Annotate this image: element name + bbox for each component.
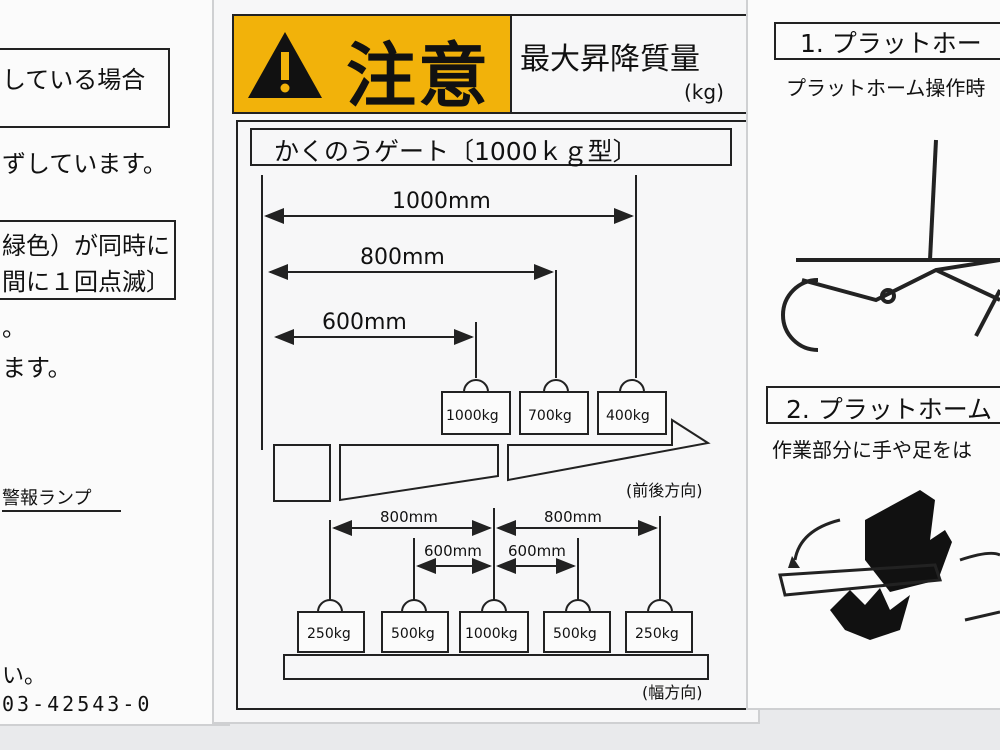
platform-illustration bbox=[781, 139, 1000, 352]
left-line-8: い。 bbox=[2, 664, 47, 689]
dim-width-left-800: 800mm bbox=[380, 508, 438, 526]
caution-word: 注意 bbox=[346, 35, 490, 117]
dim-width-right-600: 600mm bbox=[508, 542, 566, 560]
weight-w-1: 250kg bbox=[307, 626, 351, 642]
unit-label: (kg) bbox=[684, 80, 724, 104]
direction-width: (幅方向) bbox=[642, 683, 703, 702]
hand-pinch-warning-icon bbox=[778, 490, 1000, 640]
left-text-box-2 bbox=[0, 220, 176, 300]
dim-width-right-800: 800mm bbox=[544, 508, 602, 526]
dim-width-left-600: 600mm bbox=[424, 542, 482, 560]
weight-w-4: 500kg bbox=[553, 626, 597, 642]
left-line-4: 間に１回点滅〕 bbox=[2, 268, 170, 296]
step1-title: 1. プラットホー bbox=[800, 29, 982, 58]
weight-w-5: 250kg bbox=[635, 626, 679, 642]
weight-w-2: 500kg bbox=[391, 626, 435, 642]
weight-fb-2: 700kg bbox=[528, 408, 572, 424]
step1-title-box bbox=[774, 22, 1000, 60]
part-number: 03-42543-0 bbox=[2, 692, 153, 716]
direction-front-back: (前後方向) bbox=[626, 481, 703, 500]
dim-1000: 1000mm bbox=[392, 189, 491, 214]
weight-w-3: 1000kg bbox=[465, 626, 518, 642]
step2-text: 作業部分に手や足をは bbox=[772, 438, 972, 462]
left-line-7: 警報ランプ bbox=[2, 484, 122, 512]
weight-fb-1: 1000kg bbox=[446, 408, 499, 424]
gate-subtitle: かくのうゲート〔1000ｋｇ型〕 bbox=[274, 137, 638, 166]
weight-fb-3: 400kg bbox=[606, 408, 650, 424]
left-line-5: 。 bbox=[2, 314, 26, 342]
max-lift-title: 最大昇降質量 bbox=[520, 42, 700, 77]
warning-triangle-icon bbox=[248, 32, 322, 98]
left-line-2: ずしています。 bbox=[2, 150, 167, 178]
left-instruction-panel: している場合 ずしています。 緑色）が同時に 間に１回点滅〕 。 ます。 警報ラ… bbox=[0, 0, 230, 726]
dim-800: 800mm bbox=[360, 245, 445, 270]
header-divider bbox=[510, 16, 512, 112]
step2-title-box bbox=[766, 386, 1000, 424]
left-line-3: 緑色）が同時に bbox=[2, 232, 170, 260]
dim-600: 600mm bbox=[322, 310, 407, 335]
step1-text: プラットホーム操作時 bbox=[786, 76, 986, 100]
step2-title: 2. プラットホーム bbox=[786, 395, 993, 424]
left-text-box-1 bbox=[0, 48, 170, 128]
right-instruction-panel bbox=[746, 0, 1000, 710]
left-line-1: している場合 bbox=[2, 66, 146, 94]
subtitle-box bbox=[250, 128, 732, 166]
left-line-6: ます。 bbox=[2, 354, 72, 382]
